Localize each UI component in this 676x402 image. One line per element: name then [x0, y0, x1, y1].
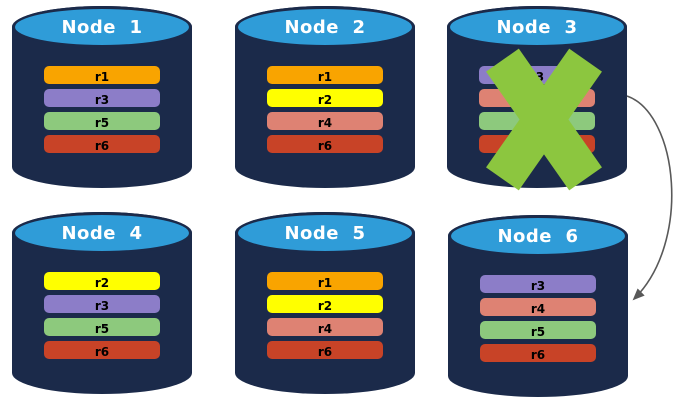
- node-3-cylinder-top: Node 3: [447, 6, 627, 48]
- node-2-cylinder-top: Node 2: [235, 6, 415, 48]
- node-3: Node 3 r3: [447, 6, 627, 191]
- replica-bar: r3: [479, 66, 595, 84]
- replica-bar: r3: [44, 295, 160, 313]
- node-1-replica-list: r1 r3 r5 r6: [44, 66, 160, 158]
- node-5-replica-list: r1 r2 r4 r6: [267, 272, 383, 364]
- replica-bar: r6: [480, 344, 596, 362]
- replica-bar: r6: [267, 135, 383, 153]
- replica-label: r4: [317, 116, 333, 130]
- node-5: Node 5 r1 r2 r4 r6: [235, 212, 415, 394]
- replica-bar: r6: [44, 135, 160, 153]
- replica-label: r2: [317, 93, 333, 107]
- node-6: Node 6 r3 r4 r5 r6: [448, 215, 628, 397]
- replica-bar: r5: [480, 321, 596, 339]
- replica-bar: r1: [267, 66, 383, 84]
- replica-bar: [479, 112, 595, 130]
- replica-label: r5: [94, 116, 110, 130]
- replica-label: r6: [317, 139, 333, 153]
- replica-label: r5: [94, 322, 110, 336]
- replica-bar: r2: [267, 295, 383, 313]
- replica-bar: r4: [267, 318, 383, 336]
- replica-label: r1: [317, 70, 333, 84]
- replica-label: r6: [94, 345, 110, 359]
- node-6-title: Node 6: [497, 225, 579, 247]
- replica-bar: r5: [44, 112, 160, 130]
- failover-arrow-path: [626, 95, 673, 301]
- replica-label: r3: [94, 93, 110, 107]
- node-1-cylinder-top: Node 1: [12, 6, 192, 48]
- replica-label: r5: [530, 325, 546, 339]
- node-2-replica-list: r1 r2 r4 r6: [267, 66, 383, 158]
- replica-label: r3: [94, 299, 110, 313]
- node-1: Node 1 r1 r3 r5 r6: [12, 6, 192, 188]
- node-6-replica-list: r3 r4 r5 r6: [480, 275, 596, 367]
- replica-label: r4: [317, 322, 333, 336]
- node-3-replica-list: r3: [479, 66, 595, 158]
- replica-label: r3: [530, 279, 546, 293]
- node-4-title: Node 4: [61, 222, 143, 244]
- replica-label: r2: [317, 299, 333, 313]
- replica-bar: [479, 89, 595, 107]
- replica-label: r3: [529, 70, 545, 84]
- replica-bar: r1: [44, 66, 160, 84]
- node-2-title: Node 2: [284, 16, 366, 38]
- replica-bar: r6: [267, 341, 383, 359]
- replica-label: r1: [94, 70, 110, 84]
- node-4: Node 4 r2 r3 r5 r6: [12, 212, 192, 394]
- replica-bar: r6: [44, 341, 160, 359]
- node-5-title: Node 5: [284, 222, 366, 244]
- node-3-title: Node 3: [496, 16, 578, 38]
- replica-bar: [479, 135, 595, 153]
- replica-bar: r2: [44, 272, 160, 290]
- node-2: Node 2 r1 r2 r4 r6: [235, 6, 415, 188]
- node-4-replica-list: r2 r3 r5 r6: [44, 272, 160, 364]
- node-1-title: Node 1: [61, 16, 143, 38]
- replica-bar: r3: [44, 89, 160, 107]
- replica-label: r4: [530, 302, 546, 316]
- replica-label: r1: [317, 276, 333, 290]
- replica-label: r6: [530, 348, 546, 362]
- replica-bar: r2: [267, 89, 383, 107]
- node-6-cylinder-top: Node 6: [448, 215, 628, 257]
- replica-label: r2: [94, 276, 110, 290]
- replica-bar: r5: [44, 318, 160, 336]
- replica-label: r6: [94, 139, 110, 153]
- node-5-cylinder-top: Node 5: [235, 212, 415, 254]
- replica-bar: r4: [480, 298, 596, 316]
- node-4-cylinder-top: Node 4: [12, 212, 192, 254]
- replica-bar: r3: [480, 275, 596, 293]
- replica-label: r6: [317, 345, 333, 359]
- replica-bar: r1: [267, 272, 383, 290]
- replica-bar: r4: [267, 112, 383, 130]
